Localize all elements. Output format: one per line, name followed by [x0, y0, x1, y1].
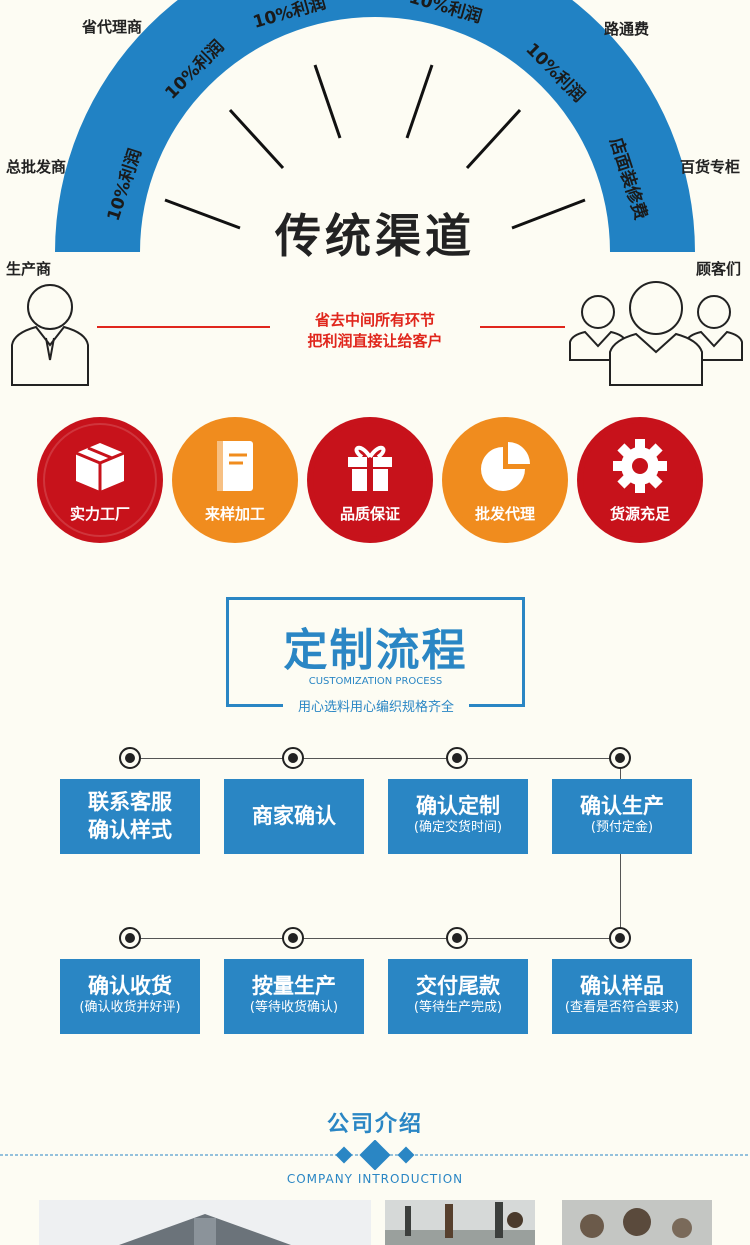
- feature-label-quality: 品质保证: [339, 505, 400, 523]
- feature-supply: 货源充足: [577, 417, 703, 543]
- process-node: [609, 927, 631, 949]
- arch-ring: [55, 0, 695, 252]
- step-contact-service: 联系客服 确认样式: [60, 779, 200, 854]
- process-heading-box: 定制流程 CUSTOMIZATION PROCESS: [226, 597, 525, 707]
- slogan-line-2: 把利润直接让给客户: [307, 332, 443, 350]
- producer-figure-icon: [11, 284, 89, 386]
- building-image-icon: [39, 1200, 371, 1245]
- box-icon: [75, 443, 125, 491]
- process-node: [282, 927, 304, 949]
- step-title: 确认样品: [580, 974, 664, 998]
- step-final-payment: 交付尾款 (等待生产完成): [388, 959, 528, 1034]
- left-label-provincial-agent: 省代理商: [82, 18, 143, 36]
- process-node: [446, 927, 468, 949]
- step-subtitle: (查看是否符合要求): [564, 1000, 680, 1015]
- step-subtitle: (预付定金): [590, 820, 654, 835]
- right-label-department-counter: 百货专柜: [680, 158, 741, 176]
- customers-figure-icon: [569, 281, 743, 386]
- left-label-producer: 生产商: [6, 260, 52, 278]
- traditional-channel-diagram: 10%利润 10%利润 10%利润 10%利润 10%利润 店面装修费: [11, 0, 743, 386]
- step-subtitle: (确认收货并好评): [79, 1000, 181, 1015]
- process-node: [282, 747, 304, 769]
- slogan: 省去中间所有环节 把利润直接让给客户: [275, 310, 475, 352]
- step-confirm-custom: 确认定制 (确定交货时间): [388, 779, 528, 854]
- step-title: 确认收货: [88, 974, 172, 998]
- step-confirm-production: 确认生产 (预付定金): [552, 779, 692, 854]
- company-photo-workshop-1: [385, 1200, 535, 1245]
- process-subtitle-en: CUSTOMIZATION PROCESS: [308, 676, 443, 687]
- process-node: [446, 747, 468, 769]
- step-title-line-2: 确认样式: [88, 818, 172, 842]
- process-node: [119, 747, 141, 769]
- gift-icon: [348, 445, 392, 491]
- feature-wholesale: 批发代理: [442, 417, 568, 543]
- left-label-wholesaler: 总批发商: [6, 158, 67, 176]
- company-subtitle-en: COMPANY INTRODUCTION: [286, 1172, 464, 1186]
- feature-label-wholesale: 批发代理: [474, 505, 535, 523]
- step-subtitle: (等待生产完成): [413, 1000, 503, 1015]
- feature-label-sample-processing: 来样加工: [204, 505, 265, 523]
- process-tagline: 用心选料用心编织规格齐全: [283, 696, 469, 715]
- step-subtitle: (等待收货确认): [249, 1000, 339, 1015]
- step-subtitle: (确定交货时间): [413, 820, 503, 835]
- arch-title: 传统渠道: [275, 209, 475, 263]
- company-divider: [0, 1140, 750, 1170]
- feature-label-supply: 货源充足: [609, 505, 670, 523]
- pie-chart-icon: [481, 442, 530, 491]
- feature-quality: 品质保证: [307, 417, 433, 543]
- company-title: 公司介绍: [326, 1112, 423, 1137]
- right-label-road-fee: 路通费: [604, 20, 650, 38]
- slogan-line-1: 省去中间所有环节: [314, 311, 435, 329]
- step-title: 确认生产: [580, 794, 664, 818]
- process-node: [119, 927, 141, 949]
- step-title: 交付尾款: [416, 974, 500, 998]
- book-icon: [217, 441, 253, 491]
- step-title: 商家确认: [252, 804, 336, 828]
- step-confirm-receipt: 确认收货 (确认收货并好评): [60, 959, 200, 1034]
- step-title: 联系客服: [88, 790, 172, 814]
- feature-label-factory: 实力工厂: [69, 505, 130, 523]
- step-confirm-sample: 确认样品 (查看是否符合要求): [552, 959, 692, 1034]
- right-label-customers: 顾客们: [696, 260, 742, 278]
- process-title: 定制流程: [283, 625, 468, 676]
- gear-icon: [613, 439, 667, 493]
- step-mass-production: 按量生产 (等待收货确认): [224, 959, 364, 1034]
- feature-factory: 实力工厂: [37, 417, 163, 543]
- company-photo-building: [39, 1200, 371, 1245]
- process-node: [609, 747, 631, 769]
- company-photo-workshop-2: [562, 1200, 712, 1245]
- workshop-image-icon: [562, 1200, 712, 1245]
- step-merchant-confirm: 商家确认: [224, 779, 364, 854]
- step-title: 按量生产: [252, 974, 336, 998]
- feature-sample-processing: 来样加工: [172, 417, 298, 543]
- workshop-image-icon: [385, 1200, 535, 1245]
- step-title: 确认定制: [416, 794, 500, 818]
